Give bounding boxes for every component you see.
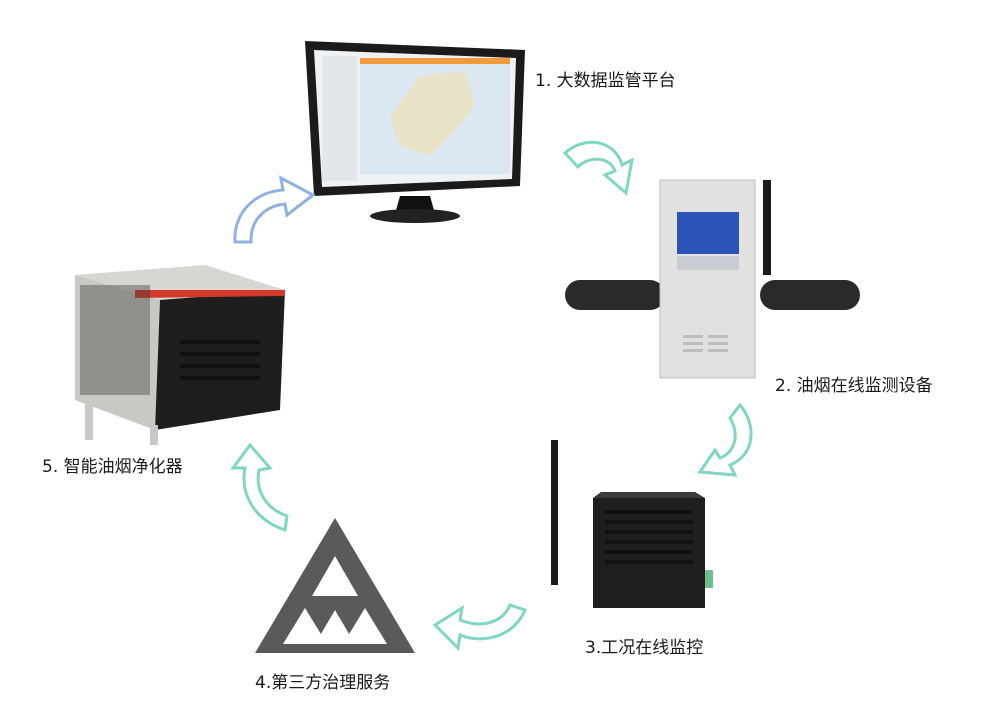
condition-gateway (545, 440, 720, 620)
node-label-monitor: 2. 油烟在线监测设备 (775, 376, 933, 396)
monitor-device (565, 179, 865, 380)
arrow-platform-to-monitor-icon (562, 140, 635, 196)
arrow-service-to-purifier-icon (230, 442, 289, 532)
purifier-illustration (75, 265, 285, 445)
purifier-unit (65, 260, 285, 445)
service-logo (255, 518, 415, 658)
platform-monitor (300, 36, 530, 223)
node-label-purifier: 5. 智能油烟净化器 (42, 457, 183, 477)
monitor-device-illustration (565, 179, 860, 379)
arrow-monitor-to-condition-icon (697, 402, 753, 477)
node-label-platform: 1. 大数据监管平台 (535, 71, 676, 91)
triangle-logo-icon (255, 518, 415, 653)
arrow-purifier-to-platform-icon (233, 175, 316, 244)
gateway-illustration (551, 440, 713, 608)
monitor-illustration (305, 41, 525, 223)
node-label-service: 4.第三方治理服务 (255, 673, 391, 693)
node-label-condition: 3.工况在线监控 (585, 638, 704, 658)
arrow-condition-to-service-icon (432, 603, 527, 652)
